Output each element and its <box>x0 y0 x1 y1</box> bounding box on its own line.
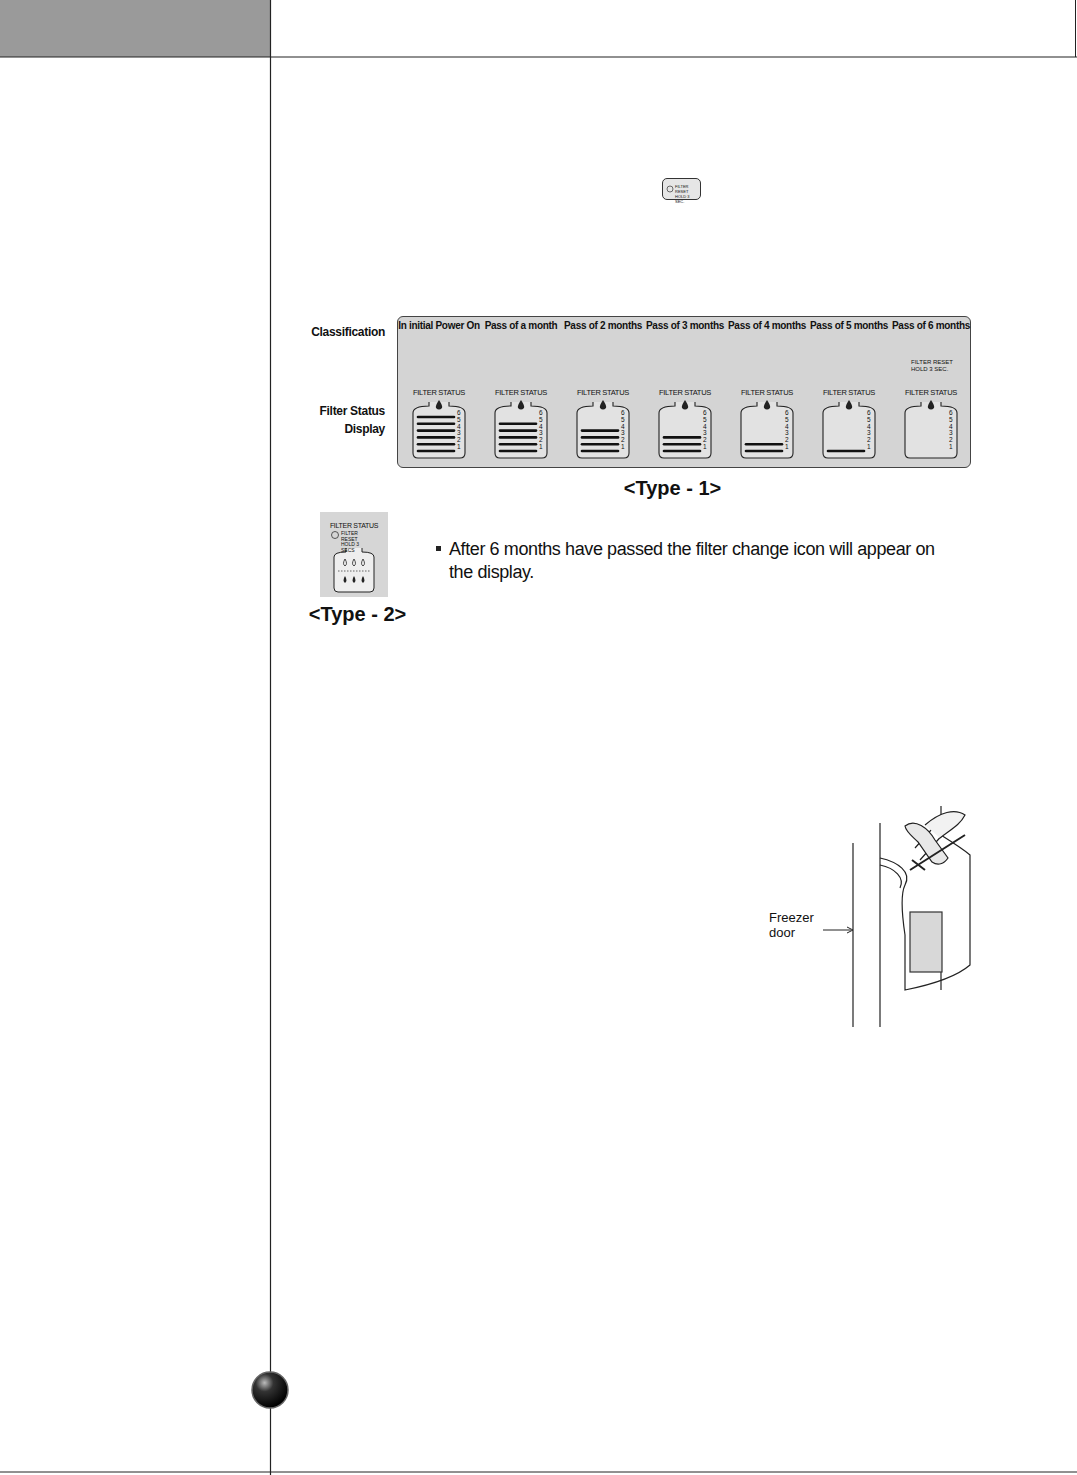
filter-status-icon: FILTER STATUS6 5 4 3 2 1 <box>491 387 551 461</box>
reset-text: FILTER RESET HOLD 3 SECS <box>341 531 371 553</box>
level-numbers: 6 5 4 3 2 1 <box>457 410 462 451</box>
filter-status-icon: FILTER STATUS6 5 4 3 2 1 <box>901 387 961 461</box>
figure-caption: <Type - 2> <box>300 602 415 626</box>
status-label: FILTER STATUS <box>813 388 885 397</box>
filter-status-icon: FILTER STATUS6 5 4 3 2 1 <box>737 387 797 461</box>
column-header: Pass of 5 months <box>808 320 890 332</box>
filter-status-icon: FILTER STATUSFILTER RESET HOLD 3 SECS <box>320 512 388 597</box>
level-numbers: 6 5 4 3 2 1 <box>785 410 790 451</box>
level-numbers: 6 5 4 3 2 1 <box>949 410 954 451</box>
figure-caption: <Type - 1> <box>600 476 745 500</box>
status-label: FILTER STATUS <box>895 388 967 397</box>
filter-status-icon: FILTER STATUS6 5 4 3 2 1 <box>573 387 633 461</box>
status-label: FILTER STATUS <box>403 388 475 397</box>
part-label: Freezer door <box>769 910 825 940</box>
filter-status-icon: FILTER STATUS6 5 4 3 2 1 <box>409 387 469 461</box>
status-label: FILTER STATUS <box>485 388 557 397</box>
level-numbers: 6 5 4 3 2 1 <box>703 410 708 451</box>
row-label: Classification <box>290 325 385 339</box>
filter-status-icon: FILTER STATUS6 5 4 3 2 1 <box>819 387 879 461</box>
column-header: Pass of 4 months <box>726 320 808 332</box>
column-header: Pass of 2 months <box>562 320 644 332</box>
status-panel: In initial Power OnPass of a monthPass o… <box>397 316 971 468</box>
reset-button: FILTER RESET HOLD 3 SEC. <box>662 178 701 200</box>
column-header: Pass of a month <box>480 320 562 332</box>
level-numbers: 6 5 4 3 2 1 <box>867 410 872 451</box>
status-label: FILTER STATUS <box>731 388 803 397</box>
button-text: FILTER RESET HOLD 3 SEC. <box>675 184 699 204</box>
status-label: FILTER STATUS <box>320 522 388 530</box>
level-numbers: 6 5 4 3 2 1 <box>539 410 544 451</box>
status-label: FILTER STATUS <box>649 388 721 397</box>
filter-status-icon: FILTER STATUS6 5 4 3 2 1 <box>655 387 715 461</box>
note-text: After 6 months have passed the filter ch… <box>449 538 949 584</box>
column-header: In initial Power On <box>398 320 480 332</box>
level-numbers: 6 5 4 3 2 1 <box>621 410 626 451</box>
column-header: Pass of 6 months <box>890 320 972 332</box>
row-label: Filter Status Display <box>300 402 385 438</box>
reset-hint: FILTER RESET HOLD 3 SEC. <box>911 359 963 372</box>
status-label: FILTER STATUS <box>567 388 639 397</box>
column-header: Pass of 3 months <box>644 320 726 332</box>
